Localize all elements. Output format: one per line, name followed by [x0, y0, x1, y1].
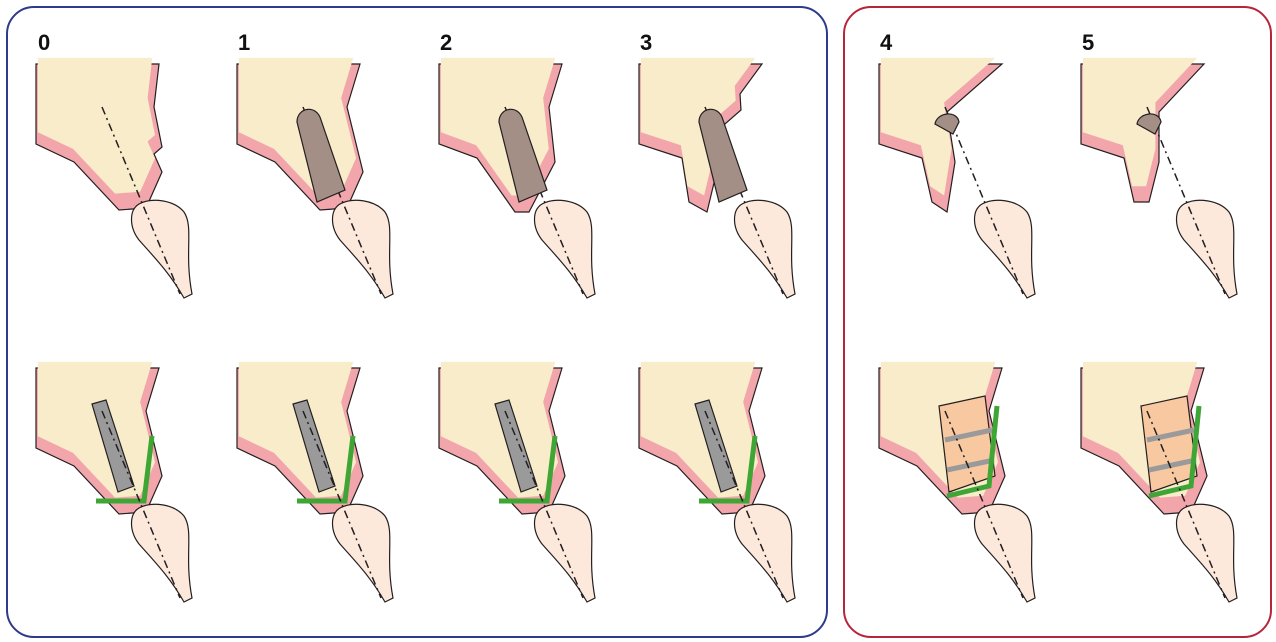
- stage-label-0: 0: [38, 30, 50, 56]
- adjacent-tooth: [735, 504, 796, 602]
- stage-label-5: 5: [1082, 30, 1094, 56]
- stage-1-socket-illustration: [235, 62, 425, 312]
- adjacent-tooth: [975, 200, 1036, 298]
- adjacent-tooth: [132, 504, 193, 602]
- stage-2-socket-illustration: [437, 62, 627, 312]
- stage-5-socket-illustration: [1079, 62, 1269, 312]
- stage-3-socket-illustration: [637, 62, 827, 312]
- stage-label-1: 1: [238, 30, 250, 56]
- adjacent-tooth: [1177, 200, 1238, 298]
- adjacent-tooth: [132, 200, 193, 298]
- bone-layer: [441, 362, 558, 498]
- adjacent-tooth: [535, 200, 596, 298]
- bone-layer: [38, 362, 155, 498]
- bone-layer: [641, 362, 758, 498]
- stage-4-block-illustration: [877, 366, 1067, 616]
- stage-label-4: 4: [880, 30, 892, 56]
- stage-0-socket-illustration: [34, 62, 224, 312]
- adjacent-tooth: [333, 504, 394, 602]
- stage-5-block-illustration: [1079, 366, 1269, 616]
- bone-layer: [239, 362, 356, 498]
- bone-block-graft: [1141, 396, 1197, 492]
- adjacent-tooth: [735, 200, 796, 298]
- stage-0-implant-illustration: [34, 366, 224, 616]
- adjacent-tooth: [535, 504, 596, 602]
- stage-2-implant-illustration: [437, 366, 627, 616]
- bone-block-graft: [939, 396, 995, 492]
- stage-4-socket-illustration: [877, 62, 1067, 312]
- stage-label-3: 3: [640, 30, 652, 56]
- adjacent-tooth: [333, 200, 394, 298]
- stage-3-implant-illustration: [637, 366, 827, 616]
- bone-layer: [38, 58, 155, 194]
- stage-1-implant-illustration: [235, 366, 425, 616]
- stage-label-2: 2: [440, 30, 452, 56]
- adjacent-tooth: [1177, 504, 1238, 602]
- adjacent-tooth: [975, 504, 1036, 602]
